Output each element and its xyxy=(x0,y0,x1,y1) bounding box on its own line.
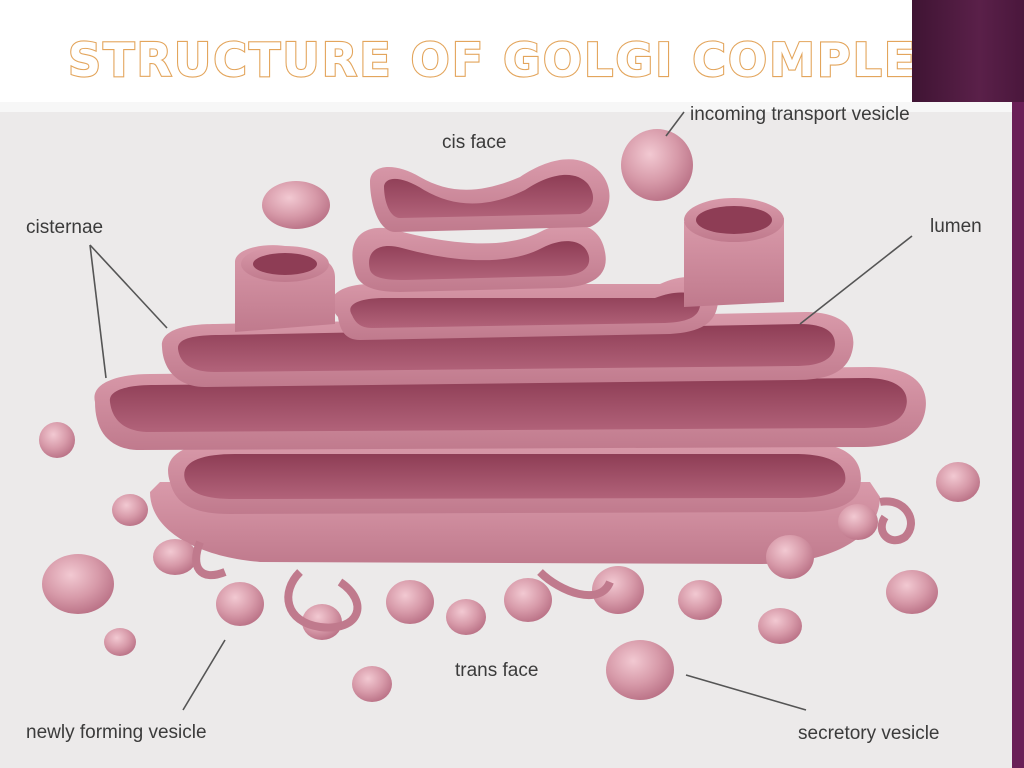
secretory-vesicle xyxy=(606,640,674,700)
label-lumen: lumen xyxy=(930,216,982,237)
leader-lines xyxy=(89,111,913,711)
vesicles xyxy=(39,129,980,702)
slide-title: STRUCTURE OF GOLGI COMPLEX xyxy=(67,32,955,88)
golgi-apparatus xyxy=(94,159,926,640)
purple-accent-block xyxy=(912,0,1024,102)
incoming-transport-vesicle xyxy=(621,129,693,201)
label-newly-forming-vesicle: newly forming vesicle xyxy=(26,722,207,743)
label-cis-face: cis face xyxy=(442,132,506,153)
purple-accent-strip xyxy=(1012,102,1024,768)
label-cisternae: cisternae xyxy=(26,217,103,238)
label-trans-face: trans face xyxy=(455,660,538,681)
golgi-diagram: incoming transport vesicle cis face cist… xyxy=(0,102,1012,768)
label-incoming-transport-vesicle: incoming transport vesicle xyxy=(690,104,910,125)
label-secretory-vesicle: secretory vesicle xyxy=(798,723,940,744)
